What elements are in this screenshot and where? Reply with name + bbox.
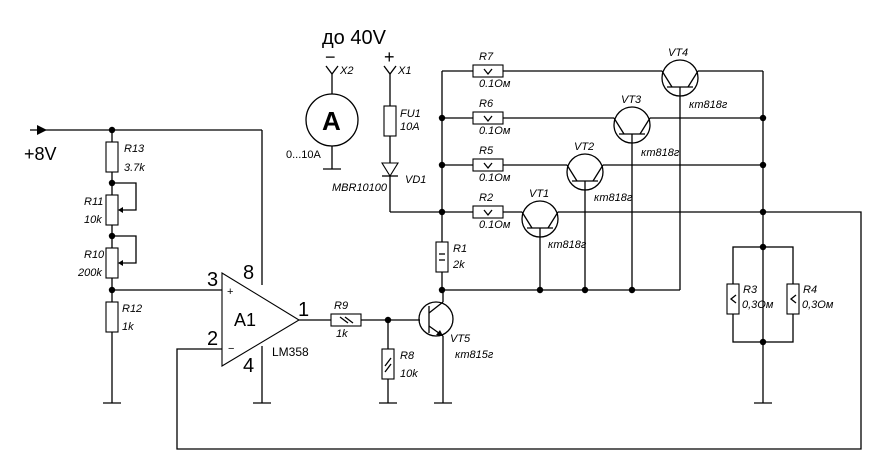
resistor-r13 <box>105 141 119 173</box>
opamp-pin_plus-label: 3 <box>207 269 218 291</box>
ammeter-symbol-label: A <box>322 106 341 136</box>
shunts-1-ref-label: R4 <box>803 284 817 296</box>
fuse-ref-label: FU1 <box>400 108 421 120</box>
emitter_resistors-0-ref-label: R7 <box>479 51 494 63</box>
emitter_resistors-1-ref-label: R6 <box>479 98 494 110</box>
diode-part-label: MBR10100 <box>332 182 388 194</box>
vt5-part-label: кт815г <box>455 349 494 361</box>
feedback-wire <box>176 211 862 450</box>
supply-plus-label: + <box>384 47 395 67</box>
potentiometer-r10 <box>105 247 119 279</box>
opamp-plus_sign-label: + <box>227 286 233 298</box>
power_transistors-3-part-label: кт818г <box>548 239 587 251</box>
power_transistors-2-part-label: кт818г <box>594 192 633 204</box>
ammeter-section: до 40V − + X2 A 0...10A X1 FU1 10A VD1 M… <box>286 27 442 213</box>
opamp-ref-label: A1 <box>234 310 256 330</box>
resistor-r2 <box>472 205 504 219</box>
supply-minus-label: − <box>325 47 336 67</box>
divider-column: R13 3.7k R11 10k R10 200k R12 1k <box>77 126 145 404</box>
resistor-r8 <box>381 348 395 380</box>
resistor-r6 <box>472 111 504 125</box>
divider-1-value-label: 10k <box>84 214 102 226</box>
power_transistors-3-ref-label: VT1 <box>529 188 549 200</box>
potentiometer-r11 <box>105 194 119 226</box>
divider-1-ref-label: R11 <box>84 196 103 208</box>
resistor-r1 <box>435 241 449 273</box>
emitter_resistors-1-value-label: 0.1Ом <box>479 125 511 137</box>
driver-stage: R9 1k R8 10k VT5 кт815г <box>299 290 494 404</box>
input-arrow-icon <box>37 125 47 135</box>
divider-3-value-label: 1k <box>122 321 134 333</box>
shunts-0-value-label: 0,3Ом <box>742 299 774 311</box>
power_transistors-2-ref-label: VT2 <box>574 141 594 153</box>
r9-value-label: 1k <box>336 328 348 340</box>
resistor-r4 <box>786 283 800 315</box>
opamp-a1: + − A1 LM358 3 2 1 8 4 <box>112 211 862 450</box>
shunts-0-ref-label: R3 <box>743 284 758 296</box>
fuse-value-label: 10A <box>400 121 420 133</box>
resistor-r3 <box>726 283 740 315</box>
vt5-ref-label: VT5 <box>450 333 471 345</box>
plus8v-input: +8V <box>24 125 262 164</box>
power_transistors-1-ref-label: VT3 <box>621 94 642 106</box>
power_transistors-0-ref-label: VT4 <box>668 47 688 59</box>
emitter_resistors-0-value-label: 0.1Ом <box>479 78 511 90</box>
emitter_resistors-3-value-label: 0.1Ом <box>479 219 511 231</box>
opamp-triangle <box>221 272 301 367</box>
opamp-pin_minus-label: 2 <box>207 328 218 350</box>
opamp-pin_vcc-label: 8 <box>243 262 254 284</box>
divider-0-value-label: 3.7k <box>124 162 145 174</box>
r9-ref-label: R9 <box>334 300 348 312</box>
opamp-pin_gnd-label: 4 <box>243 355 254 377</box>
emitter_resistors-2-ref-label: R5 <box>479 145 494 157</box>
emitter_resistors-3-ref-label: R2 <box>479 192 493 204</box>
r1-ref-label: R1 <box>453 243 467 255</box>
divider-3-ref-label: R12 <box>122 303 142 315</box>
power_transistors-1-part-label: кт818г <box>641 147 680 159</box>
divider-2-ref-label: R10 <box>84 249 105 261</box>
connectors-x2-label: X2 <box>339 65 353 77</box>
opamp-part-label: LM358 <box>272 345 309 359</box>
shunts-1-value-label: 0,3Ом <box>802 299 834 311</box>
divider-0-ref-label: R13 <box>124 143 145 155</box>
resistor-r7 <box>472 64 504 78</box>
resistor-r5 <box>472 158 504 172</box>
transistor-vt5 <box>418 301 454 337</box>
power_transistors-0-part-label: кт818г <box>689 99 728 111</box>
opamp-pin_out-label: 1 <box>298 299 309 321</box>
diode-ref-label: VD1 <box>405 174 426 186</box>
diode-vd1 <box>381 162 399 178</box>
fuse-fu1 <box>383 105 397 137</box>
opamp-minus_sign-label: − <box>228 343 234 355</box>
r8-ref-label: R8 <box>400 350 415 362</box>
divider-2-value-label: 200k <box>77 267 102 279</box>
r1-value-label: 2k <box>452 259 465 271</box>
plus8v-label: +8V <box>24 144 57 164</box>
ammeter-range-label: 0...10A <box>286 149 322 161</box>
connectors-x1-label: X1 <box>397 65 411 77</box>
emitter_resistors-2-value-label: 0.1Ом <box>479 172 511 184</box>
resistor-r12 <box>105 301 119 333</box>
r8-value-label: 10k <box>400 368 418 380</box>
supply-upto40v-label: до 40V <box>322 27 387 49</box>
power-stage: R7 0.1Ом R6 0.1Ом R5 0.1Ом R2 0.1Ом R1 2… <box>435 47 834 404</box>
resistor-r9 <box>330 313 362 327</box>
